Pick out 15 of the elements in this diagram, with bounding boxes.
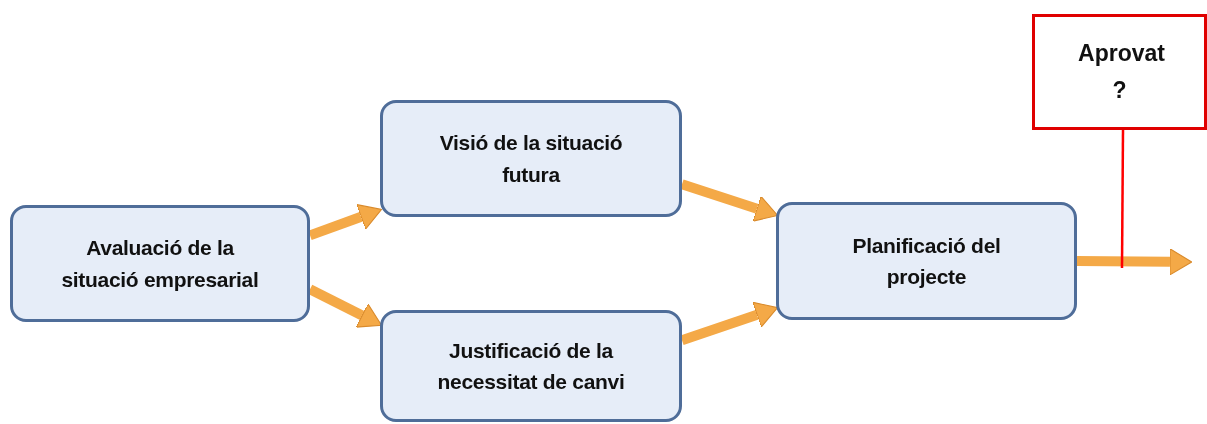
block-arrow — [1076, 248, 1193, 276]
block-arrow — [680, 301, 779, 345]
box-label: Avaluació de la situació empresarial — [60, 235, 260, 293]
block-arrow — [308, 204, 383, 241]
block-arrow — [680, 179, 779, 222]
decision-box — [1032, 14, 1207, 130]
connector-line — [1120, 130, 1125, 268]
box-label: Justificació de la necessitat de canvi — [436, 337, 626, 395]
process-box — [10, 205, 310, 322]
process-box — [380, 100, 682, 217]
box-label: Visió de la situació futura — [438, 130, 624, 188]
box-label: Planificació del projecte — [851, 232, 1002, 290]
box-label: Aprovat ? — [1077, 39, 1166, 105]
process-box — [776, 202, 1077, 320]
process-box — [380, 310, 682, 422]
